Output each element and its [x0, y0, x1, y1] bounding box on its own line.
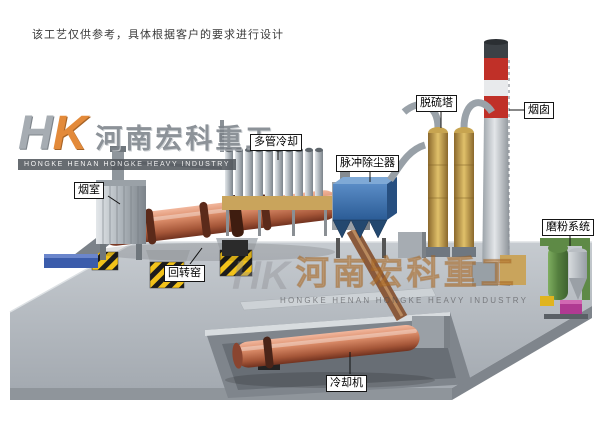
cooling-machine-graphic: [225, 316, 450, 388]
leader-lines: [107, 109, 571, 374]
label-desulfurization-tower: 脱硫塔: [416, 95, 457, 112]
label-grinding-system: 磨粉系统: [542, 219, 594, 236]
disclaimer-text: 该工艺仅供参考，具体根据客户的要求进行设计: [32, 29, 284, 41]
label-cooling-machine: 冷却机: [326, 375, 367, 392]
desulfurization-tower-graphic: [398, 99, 495, 258]
kiln-shadow: [95, 243, 335, 261]
smoke-chamber-graphic: [44, 146, 223, 268]
label-chimney: 烟囱: [524, 102, 554, 119]
label-rotary-kiln: 回转窑: [164, 265, 205, 282]
pulse-dust-collector-graphic: [332, 141, 427, 258]
label-smoke-chamber: 烟室: [74, 182, 104, 199]
kiln-drive-motor: [222, 240, 248, 256]
grinding-system-graphic: [540, 238, 590, 319]
label-multi-tube-cooler: 多管冷却: [250, 134, 302, 151]
multi-tube-cooler-graphic: [220, 120, 332, 236]
label-pulse-dust-collector: 脉冲除尘器: [336, 155, 399, 172]
